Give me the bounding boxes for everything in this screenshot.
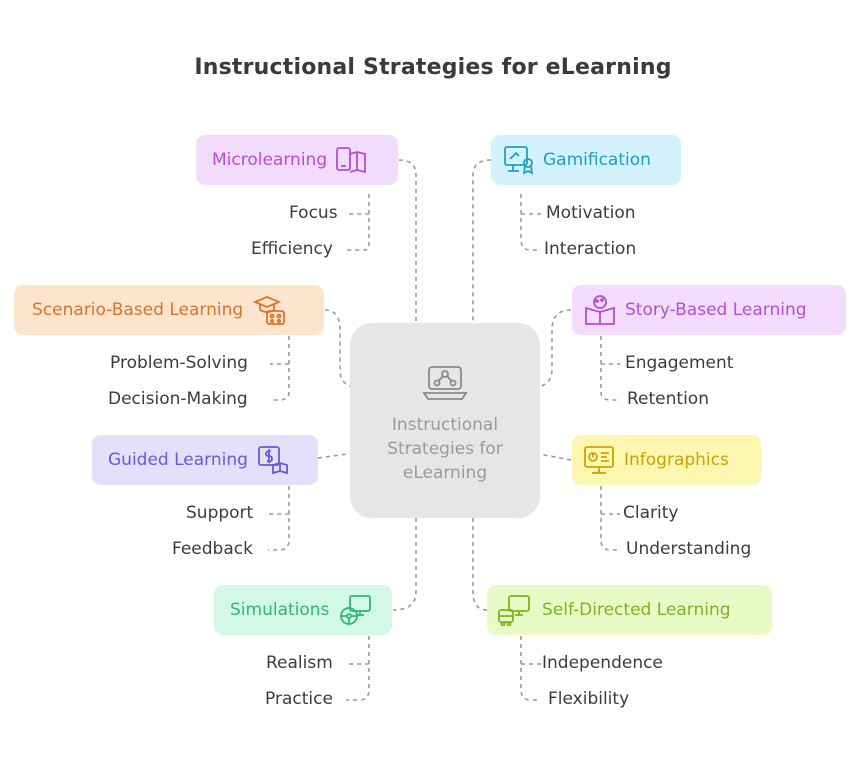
sub-retention: Retention: [627, 389, 709, 409]
sub-feedback: Feedback: [172, 539, 253, 559]
sub-independence: Independence: [542, 653, 663, 673]
node-label: Simulations: [230, 600, 330, 620]
network-laptop-icon: [422, 366, 468, 400]
steering-wheel-screen-icon: [340, 595, 372, 625]
node-guided-learning[interactable]: Guided Learning: [92, 435, 318, 485]
node-self-directed-learning[interactable]: Self-Directed Learning: [487, 585, 772, 635]
node-label: Story-Based Learning: [625, 300, 807, 320]
node-label: Guided Learning: [108, 450, 248, 470]
sub-decision-making: Decision-Making: [108, 389, 248, 409]
sub-motivation: Motivation: [546, 203, 636, 223]
sub-realism: Realism: [266, 653, 333, 673]
certificate-monitor-icon: [504, 146, 534, 175]
sub-engagement: Engagement: [625, 353, 734, 373]
node-infographics[interactable]: Infographics: [572, 435, 761, 485]
node-microlearning[interactable]: Microlearning: [196, 135, 398, 185]
sub-flexibility: Flexibility: [548, 689, 630, 709]
computer-bus-icon: [498, 595, 530, 626]
node-label: Microlearning: [212, 150, 328, 170]
chart-presentation-icon: [584, 446, 614, 474]
node-label: Gamification: [543, 150, 651, 170]
node-simulations[interactable]: Simulations: [214, 585, 392, 635]
center-hub: Instructional Strategies for eLearning: [350, 323, 540, 518]
graduation-cap-icon: [253, 296, 286, 325]
sub-support: Support: [186, 503, 254, 523]
node-story-based-learning[interactable]: Story-Based Learning: [572, 285, 846, 335]
sub-interaction: Interaction: [544, 239, 637, 259]
sub-clarity: Clarity: [623, 503, 679, 523]
sub-focus: Focus: [289, 203, 338, 223]
node-scenario-based-learning[interactable]: Scenario-Based Learning: [14, 285, 324, 335]
diagram-title: Instructional Strategies for eLearning: [194, 55, 672, 80]
open-book-palette-icon: [585, 295, 615, 325]
node-gamification[interactable]: Gamification: [491, 135, 681, 185]
node-label: Infographics: [624, 450, 729, 470]
phone-book-icon: [336, 147, 367, 174]
sub-efficiency: Efficiency: [251, 239, 333, 259]
sub-understanding: Understanding: [626, 539, 752, 559]
sub-problem-solving: Problem-Solving: [110, 353, 248, 373]
money-book-icon: [258, 446, 288, 475]
node-label: Scenario-Based Learning: [32, 300, 244, 320]
sub-practice: Practice: [265, 689, 333, 709]
node-label: Self-Directed Learning: [542, 600, 731, 620]
center-label: Instructional Strategies for eLearning: [387, 415, 503, 483]
